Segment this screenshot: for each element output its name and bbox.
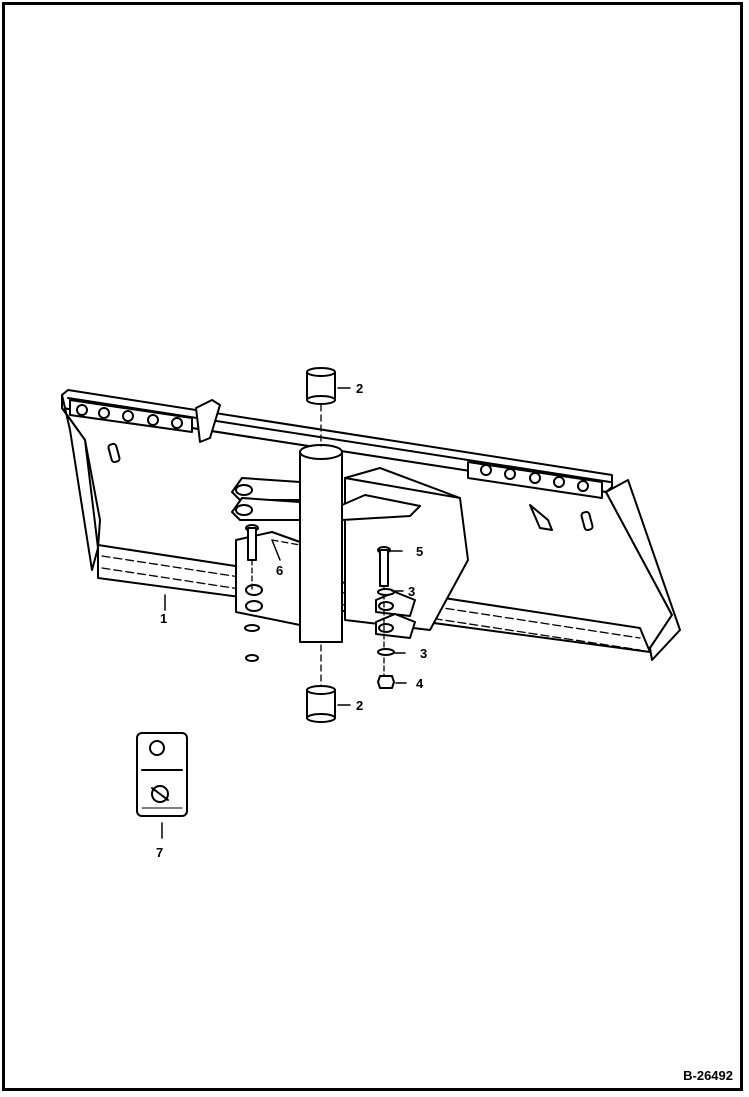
nut-part-4 <box>377 675 395 689</box>
rib-left <box>195 399 221 443</box>
blade-assembly <box>61 389 681 661</box>
pivot-tube <box>299 404 343 689</box>
callout-3-lower: 3 <box>420 646 427 661</box>
right-link-plates <box>341 494 421 639</box>
callout-4: 4 <box>416 676 424 691</box>
washer-part-3-lower <box>377 648 395 656</box>
blade-end-plate-left <box>61 394 99 571</box>
bolt-part-5 <box>377 546 391 676</box>
bushing-part-2-bottom <box>306 685 336 723</box>
callout-2-bottom: 2 <box>356 698 363 713</box>
callout-5: 5 <box>416 544 423 559</box>
callout-3-upper: 3 <box>408 584 415 599</box>
callout-7: 7 <box>156 845 163 860</box>
decal-part-7 <box>136 732 188 817</box>
callout-leaders <box>161 387 407 839</box>
bolt-strip-left <box>69 399 193 433</box>
callout-6: 6 <box>276 563 283 578</box>
callout-1: 1 <box>160 611 167 626</box>
bolt-strip-right <box>467 461 603 499</box>
bushing-part-2-top <box>306 367 336 405</box>
blade-end-plate-right <box>605 479 681 661</box>
rib-right <box>529 504 553 531</box>
callout-2-top: 2 <box>356 381 363 396</box>
figure-number: B-26492 <box>683 1068 733 1083</box>
pin-part-6 <box>244 524 260 662</box>
left-link-plates <box>231 477 301 626</box>
washer-part-3-upper <box>377 588 395 596</box>
